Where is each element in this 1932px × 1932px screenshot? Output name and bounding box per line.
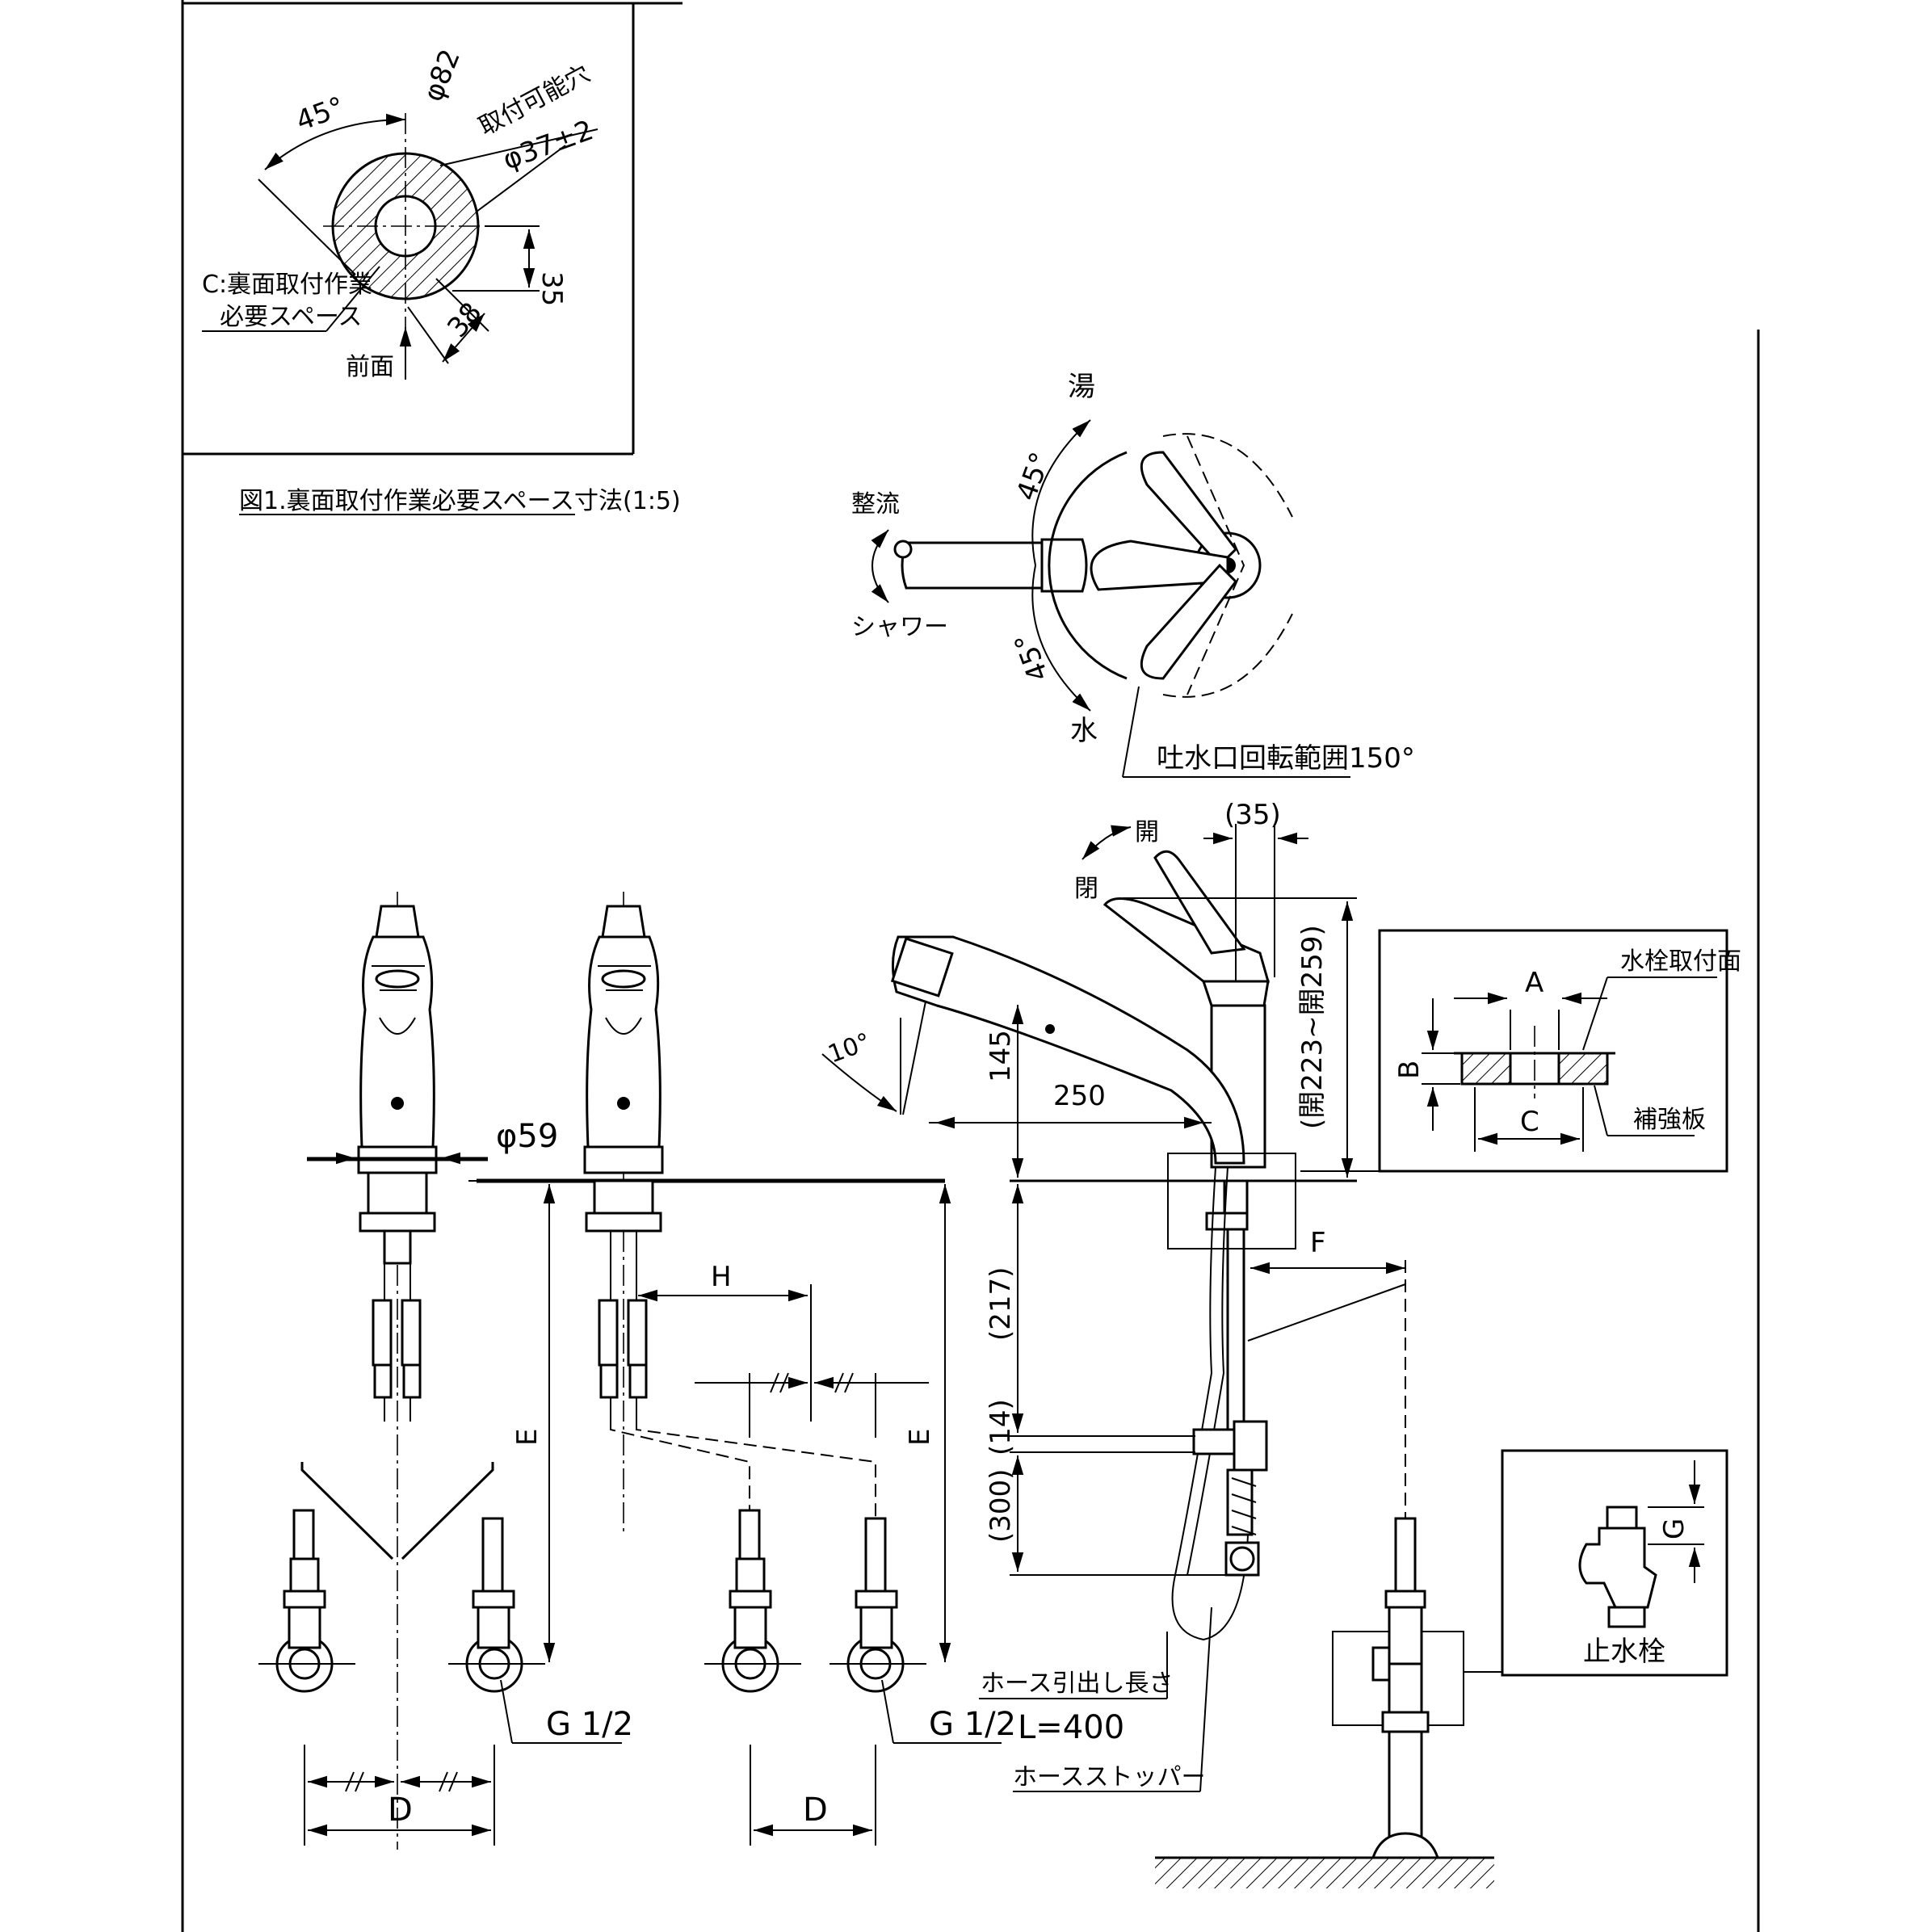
dim-E-right-label: E	[904, 1429, 936, 1446]
dim-G-label: G	[1658, 1518, 1690, 1539]
dim-B-label: B	[1393, 1060, 1426, 1079]
g-half-right-label: G 1/2	[929, 1706, 1016, 1743]
g-half-left-label: G 1/2	[546, 1706, 633, 1743]
angle-10-label: 10°	[825, 1027, 875, 1069]
front-view-left	[258, 892, 622, 1850]
dim-C-label: C	[1520, 1106, 1539, 1138]
hot-label: 湯	[1068, 371, 1095, 403]
spout-rotation-label: 吐水口回転範囲150°	[1157, 742, 1415, 775]
height-range-label: (開223~開259)	[1296, 925, 1329, 1129]
drawing-frame	[181, 0, 1760, 1932]
figure1-labels: 45° φ82 取付可能穴 φ37±2 35 38 C:裏面取付作業 必要スペー…	[202, 44, 681, 515]
stop-valve-detail	[1501, 1449, 1728, 1677]
dim-14-label: (14)	[985, 1399, 1017, 1455]
mount-detail-labels: A B C 水栓取付面 補強板	[1393, 947, 1741, 1138]
side-view	[821, 824, 1406, 1792]
c-label-1: C:裏面取付作業	[202, 271, 372, 299]
front-view-labels: φ59 E E H G 1/2 G 1/2 D D	[388, 1118, 1016, 1829]
dim-35-side-label: (35)	[1224, 799, 1281, 831]
handle-top-view	[871, 419, 1350, 778]
dia-59-label: φ59	[496, 1118, 558, 1155]
stop-valve-labels: G 止水栓	[1583, 1518, 1690, 1668]
angle-down-label: 45°	[1008, 628, 1055, 685]
dim-250-label: 250	[1053, 1080, 1106, 1112]
mount-face-label: 水栓取付面	[1620, 947, 1741, 976]
front-label: 前面	[346, 353, 394, 381]
dim-300-label: (300)	[985, 1469, 1017, 1543]
hose-stopper-label: ホースストッパー	[1013, 1763, 1206, 1791]
close-label: 閉	[1074, 875, 1098, 903]
mount-detail-box	[1378, 929, 1728, 1173]
handle-top-labels: 湯 水 45° 45° 整流 シャワー 吐水口回転範囲150°	[851, 371, 1415, 775]
dim-217-label: (217)	[985, 1267, 1017, 1341]
dim-145-label: 145	[985, 1030, 1017, 1082]
reinforce-plate-label: 補強板	[1633, 1106, 1706, 1134]
dim-H-label: H	[711, 1261, 732, 1293]
stop-valve-side	[1155, 1517, 1503, 1888]
dim-D-left-label: D	[388, 1791, 413, 1829]
figure1-caption: 図1.裏面取付作業必要スペース寸法(1:5)	[239, 487, 681, 515]
hose-pull-label: ホース引出し長さ	[981, 1670, 1174, 1698]
angle-up-label: 45°	[1010, 448, 1057, 505]
hose-length-label: L=400	[1018, 1709, 1124, 1746]
open-label: 開	[1135, 818, 1159, 846]
c-label-2: 必要スペース	[220, 303, 362, 331]
figure1-box	[183, 3, 635, 515]
dim-35-label: 35	[536, 271, 568, 306]
front-view-right	[477, 892, 1002, 1846]
spray-label: 整流	[851, 490, 900, 519]
dim-A-label: A	[1525, 967, 1544, 999]
stop-valve-label: 止水栓	[1583, 1636, 1665, 1668]
dim-D-right-label: D	[803, 1791, 828, 1829]
dim-E-left-label: E	[511, 1429, 544, 1446]
shower-label: シャワー	[851, 613, 948, 641]
angle-45-label: 45°	[292, 90, 348, 137]
outer-diameter-label: φ82	[417, 44, 467, 106]
dim-38-label: 38	[441, 296, 488, 344]
cold-label: 水	[1070, 715, 1098, 747]
dim-F-label: F	[1310, 1227, 1326, 1259]
